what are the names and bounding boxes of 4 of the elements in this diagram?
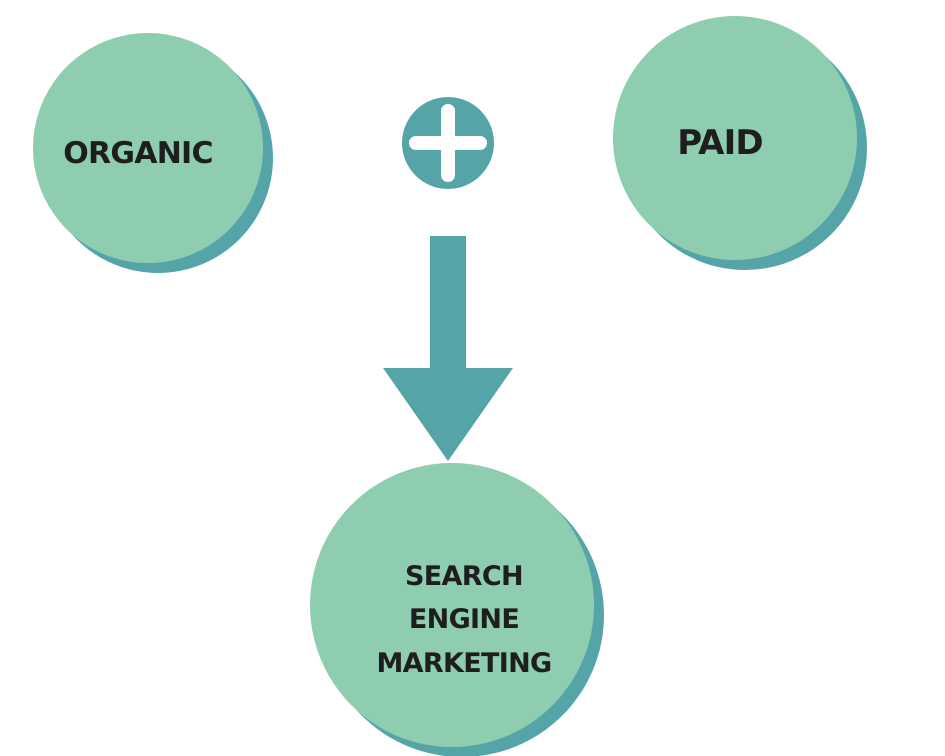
node-label: SEARCH ENGINE MARKETING (375, 560, 553, 681)
node-label: PAID (676, 122, 764, 165)
block-arrow (383, 236, 513, 461)
node-label: ORGANIC (62, 135, 214, 173)
